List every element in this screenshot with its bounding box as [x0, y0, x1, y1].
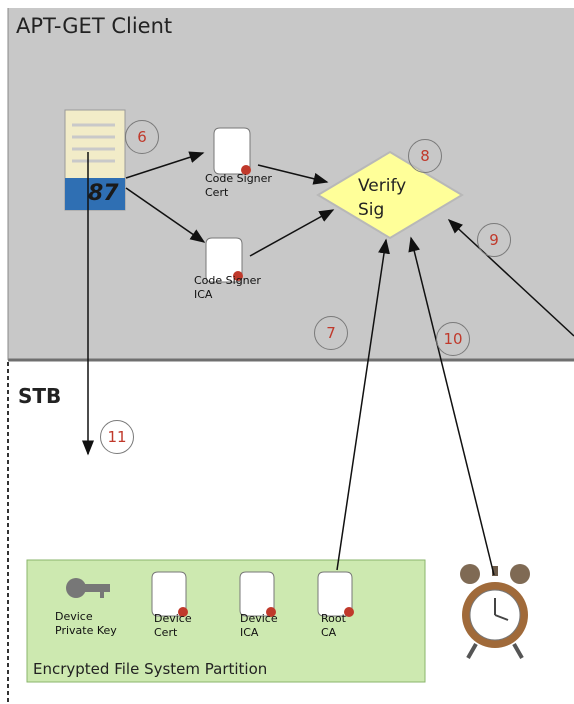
- certificate-icon: [205, 237, 243, 283]
- flow-arrows: [82, 151, 574, 576]
- step-badge: 9: [477, 223, 511, 257]
- client-title: APT-GET Client: [16, 14, 173, 38]
- code-signer-ica-label: Code Signer ICA: [194, 274, 261, 301]
- device-ica-label: Device ICA: [240, 612, 278, 639]
- step-badge: 11: [100, 420, 134, 454]
- step-badge: 10: [436, 322, 470, 356]
- verify-label: Verify Sig: [358, 176, 407, 220]
- certificate-icon: [239, 571, 276, 617]
- certificate-icon: [213, 127, 251, 175]
- root-ca-label: Root CA: [321, 612, 346, 639]
- step-badge: 6: [125, 120, 159, 154]
- certificate-icon: [317, 571, 354, 617]
- encrypted-partition: [26, 559, 426, 683]
- code-signer-cert-label: Code Signer Cert: [205, 172, 272, 199]
- verify-diamond: [316, 150, 464, 240]
- device-private-key-label: Device Private Key: [55, 610, 117, 637]
- alarm-clock-icon: [460, 564, 530, 659]
- document-icon: [64, 109, 126, 211]
- device-cert-label: Device Cert: [154, 612, 192, 639]
- key-icon: [66, 578, 110, 598]
- step-badge: 7: [314, 316, 348, 350]
- stb-title: STB: [18, 384, 62, 408]
- step-badge: 8: [408, 139, 442, 173]
- package-number: 87: [88, 181, 119, 206]
- certificate-icon: [151, 571, 188, 617]
- partition-label: Encrypted File System Partition: [33, 660, 268, 678]
